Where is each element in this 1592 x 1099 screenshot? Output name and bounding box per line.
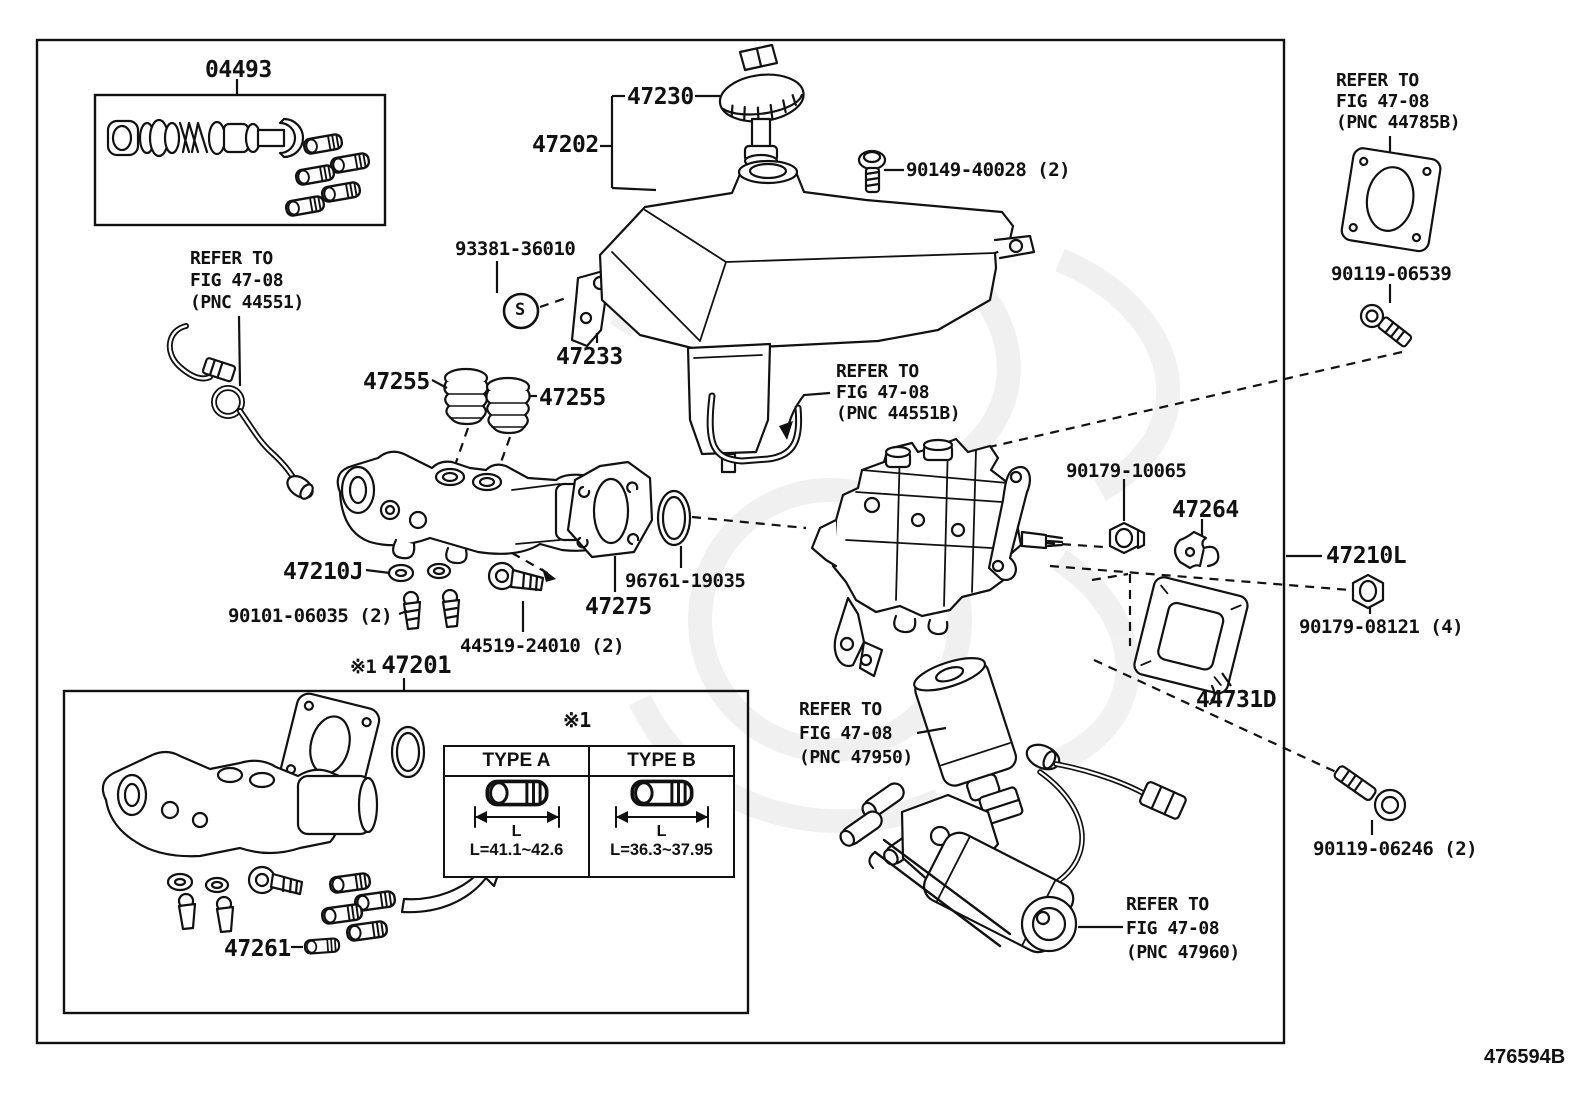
bolt-06246-drawing [1333, 765, 1407, 822]
label-90179-08121: 90179-08121 (4) [1299, 616, 1464, 638]
note-pnc-44551b: REFER TO FIG 47-08 (PNC 44551B) [836, 361, 961, 424]
note-pnc-44551: REFER TO FIG 47-08 (PNC 44551) [190, 248, 304, 313]
label-90179-10065: 90179-10065 [1066, 460, 1187, 482]
o-ring-drawing [656, 489, 692, 547]
kit-box-border [93, 93, 387, 227]
clamp-47264-drawing [1173, 530, 1220, 570]
mc-small-parts-drawing [387, 561, 545, 631]
accumulator-drawing [913, 657, 1018, 810]
reservoir-cap-drawing [718, 43, 805, 169]
bracket-44731d-drawing [1133, 576, 1249, 706]
label-90119-06246: 90119-06246 (2) [1313, 838, 1478, 860]
figure-code: 476594B [1484, 1046, 1566, 1068]
note-pnc-44785b: REFER TO FIG 47-08 (PNC 44785B) [1336, 70, 1461, 133]
note-pnc-47960: REFER TO FIG 47-08 (PNC 47960) [1126, 894, 1240, 963]
label-47233: 47233 [556, 344, 623, 370]
type-a-header: TYPE A [445, 747, 590, 775]
s-mark: S [515, 300, 525, 320]
frame-borders [35, 38, 1286, 1045]
reservoir-drawing [598, 159, 1036, 474]
type-b-header: TYPE B [627, 750, 696, 771]
type-table: TYPE A TYPE B L L=41.1~42.6 [443, 745, 735, 878]
type-b-plug-drawing [614, 779, 709, 828]
main-border [35, 38, 1286, 1045]
grommet-right-drawing [485, 376, 531, 435]
s-screw-symbol [502, 292, 540, 330]
label-47230: 47230 [627, 84, 694, 110]
label-47255-left: 47255 [363, 369, 430, 395]
label-90101-06035: 90101-06035 (2) [228, 605, 393, 627]
nut-10065-drawing [1108, 521, 1146, 555]
label-04493: 04493 [205, 57, 272, 83]
type-b-cell: L L=36.3~37.95 [590, 777, 733, 876]
gasket-47275-drawing [566, 460, 654, 559]
leader-lines [235, 79, 1392, 949]
dashed-leader-lines [450, 295, 1403, 773]
label-47261: 47261 [224, 936, 291, 962]
repair-kit-drawing [106, 117, 372, 218]
label-93381-36010: 93381-36010 [455, 238, 576, 260]
label-47210l: 47210L [1326, 543, 1407, 569]
label-44731d: 44731D [1196, 687, 1277, 713]
pump-motor-drawing [839, 782, 1078, 954]
footnote-mark: ※1 [350, 656, 377, 678]
label-47210j: 47210J [283, 559, 364, 585]
label-47202: 47202 [532, 132, 599, 158]
grommet-left-drawing [443, 367, 489, 426]
subassembly-drawing [101, 692, 506, 955]
label-96761-19035: 96761-19035 [625, 570, 746, 592]
nut-08121-drawing [1351, 573, 1385, 610]
actuator-drawing [810, 437, 1064, 678]
label-90149-40028: 90149-40028 (2) [906, 159, 1071, 181]
reservoir-screw-drawing [857, 149, 887, 194]
label-47264: 47264 [1172, 497, 1239, 523]
note-pnc-47950: REFER TO FIG 47-08 (PNC 47950) [799, 699, 913, 768]
type-a-plug-drawing [473, 779, 560, 828]
gasket-44785b-drawing [1340, 147, 1442, 253]
label-90119-06539: 90119-06539 [1331, 263, 1452, 285]
subassembly-border [62, 689, 750, 1015]
type-a-cell: L L=41.1~42.6 [445, 777, 590, 876]
label-47255-right: 47255 [539, 385, 606, 411]
label-44519-24010: 44519-24010 (2) [460, 635, 625, 657]
sensor-tube-drawing [166, 323, 314, 500]
label-47275: 47275 [585, 594, 652, 620]
table-footnote-mark: ※1 [563, 708, 591, 732]
bolt-06539-drawing [1359, 303, 1413, 348]
